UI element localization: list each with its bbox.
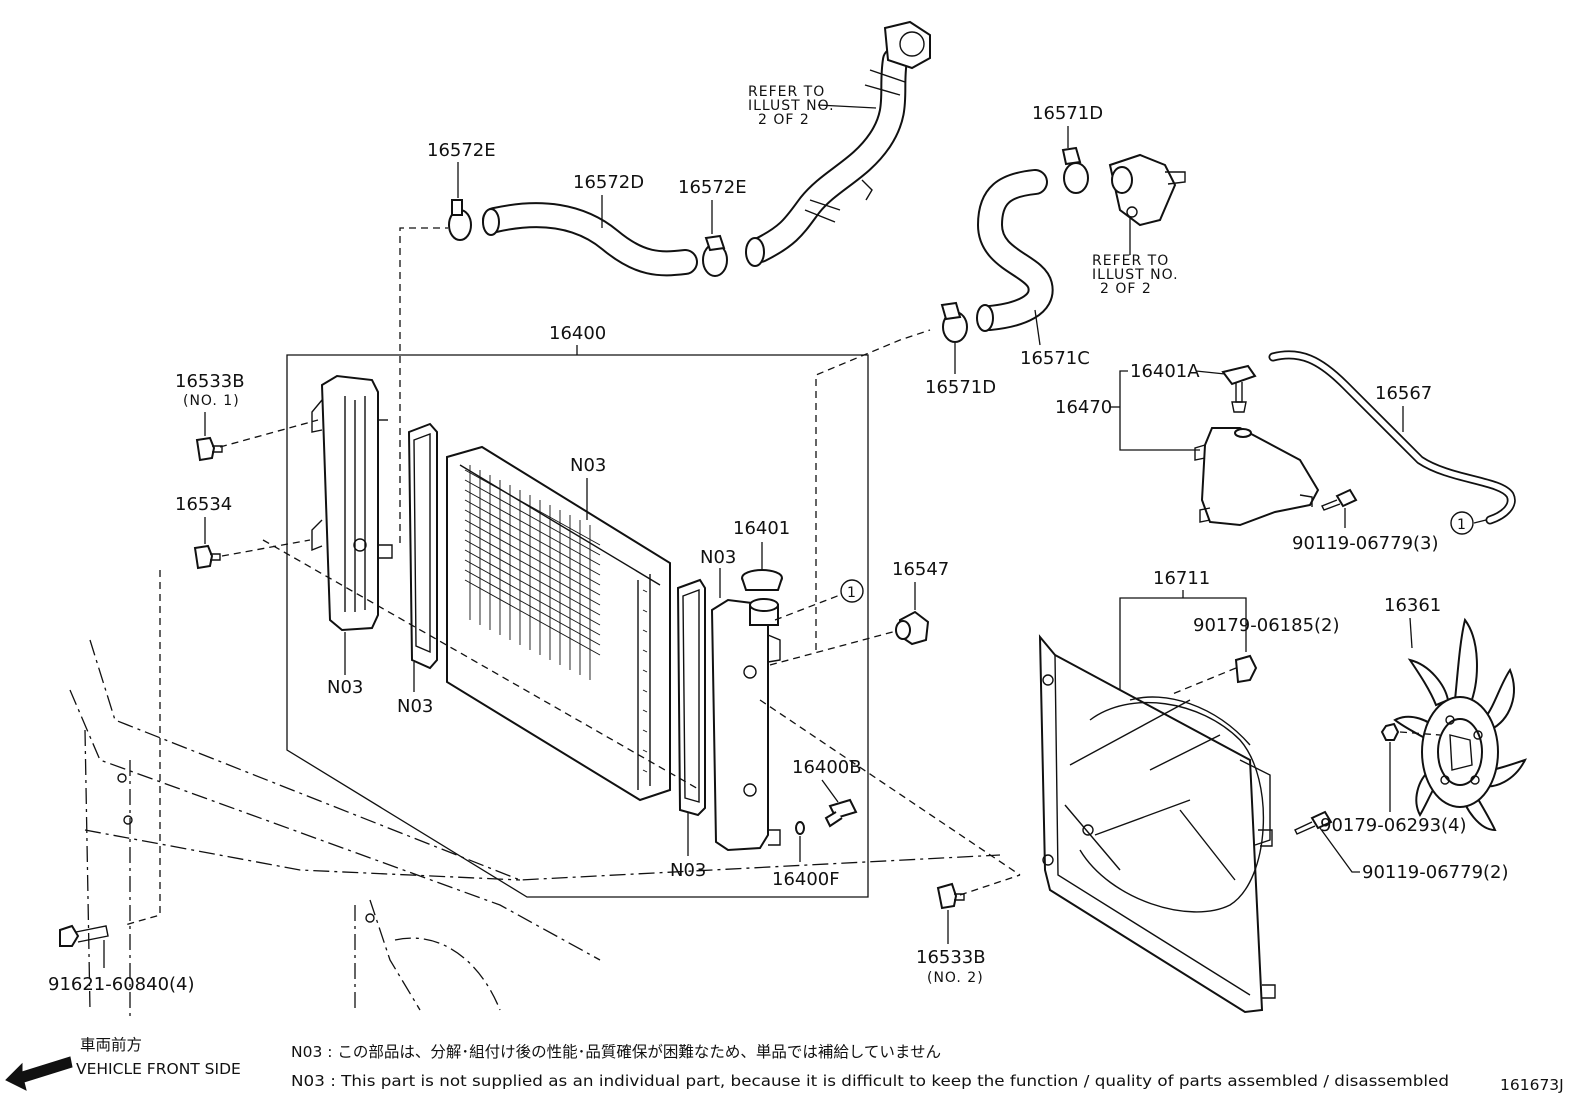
label-16400B: 16400B: [792, 757, 862, 778]
label-16400: 16400: [549, 323, 606, 344]
label-16547: 16547: [892, 559, 949, 580]
reservoir-overflow-tube: [1268, 350, 1516, 525]
coolant-reservoir-tank: [1194, 427, 1320, 527]
svg-text:REFER TO: REFER TO: [748, 84, 825, 100]
label-90179-06293: 90179-06293(4): [1320, 815, 1467, 836]
svg-text:2 OF 2: 2 OF 2: [1100, 281, 1152, 297]
label-16470: 16470: [1055, 397, 1112, 418]
bushing-16547: [895, 610, 930, 646]
label-n03-bottom: N03: [670, 860, 706, 881]
label-16533B-a: 16533B: [175, 371, 245, 392]
reference-marker-1b-text: 1: [1457, 517, 1467, 533]
front-arrow-icon: [5, 1056, 73, 1091]
radiator-right-tank: [710, 598, 781, 852]
label-16534: 16534: [175, 494, 232, 515]
label-90179-06185: 90179-06185(2): [1193, 615, 1340, 636]
nut-90179-06185: [1234, 654, 1258, 684]
vehicle-front-en: VEHICLE FRONT SIDE: [76, 1060, 241, 1078]
label-n03-left-tank: N03: [327, 677, 363, 698]
mount-cushion-16534: [193, 544, 221, 570]
label-16572E-a: 16572E: [427, 140, 496, 161]
label-90119-06779-3: 90119-06779(3): [1292, 533, 1439, 554]
vehicle-front-jp: 車両前方: [80, 1036, 142, 1054]
label-16533B-b: 16533B: [916, 947, 986, 968]
radiator-cap: [741, 569, 783, 591]
svg-text:ILLUST NO.: ILLUST NO.: [748, 98, 835, 114]
label-16571D-b: 16571D: [925, 377, 996, 398]
mount-cushion-16533B-no2: [936, 882, 965, 910]
label-16711: 16711: [1153, 568, 1210, 589]
label-16361: 16361: [1384, 595, 1441, 616]
hose-clamp-16572E-a: [448, 199, 472, 241]
label-16401A: 16401A: [1130, 361, 1200, 382]
reference-marker-1b: [1450, 511, 1474, 535]
bolt-90119-2: [1294, 810, 1333, 835]
engine-upper-hose: [745, 20, 931, 267]
radiator-outlet-hose: [976, 169, 1054, 332]
cooling-fan: [1393, 617, 1527, 832]
label-16400F: 16400F: [772, 869, 840, 890]
svg-text:REFER TO: REFER TO: [1092, 253, 1169, 269]
label-16572E-b: 16572E: [678, 177, 747, 198]
label-n03-core: N03: [570, 455, 606, 476]
reference-marker-1-text: 1: [847, 585, 857, 601]
hose-clamp-16572E-b: [702, 234, 728, 277]
radiator-core: [446, 445, 671, 802]
label-16571C: 16571C: [1020, 348, 1090, 369]
refer-note-1: REFER TO ILLUST NO. 2 OF 2: [748, 84, 877, 128]
label-91621-60840: 91621-60840(4): [48, 974, 195, 995]
illustration-code: 161673J: [1500, 1076, 1564, 1094]
note-jp: N03 : この部品は、分解･組付け後の性能･品質確保が困難なため、単品では補給…: [291, 1043, 941, 1061]
bolt-91621-60840: [59, 924, 109, 947]
label-16567: 16567: [1375, 383, 1432, 404]
radiator-inlet-hose: [482, 202, 698, 277]
svg-text:ILLUST NO.: ILLUST NO.: [1092, 267, 1179, 283]
radiator-left-tank: [311, 374, 393, 632]
svg-text:2 OF 2: 2 OF 2: [758, 112, 810, 128]
reservoir-cap: [1221, 364, 1257, 413]
reference-marker-1: [840, 579, 864, 603]
drain-cock: [824, 798, 858, 828]
nut-90179-06293: [1380, 722, 1400, 741]
vehicle-body-outline: [69, 639, 1001, 1020]
label-n03-left-gasket: N03: [397, 696, 433, 717]
label-16572D: 16572D: [573, 172, 644, 193]
mount-cushion-16533B-no1: [195, 436, 223, 462]
radiator-assembly-box: [286, 354, 869, 898]
hose-clamp-16571D-b: [940, 301, 968, 343]
fan-shroud: [1038, 634, 1276, 1014]
water-inlet-housing: [1108, 153, 1186, 227]
drain-oring: [795, 821, 805, 835]
bolt-90119-3: [1321, 488, 1358, 511]
label-no1: (NO. 1): [183, 393, 240, 409]
label-n03-right-tank: N03: [700, 547, 736, 568]
label-16401: 16401: [733, 518, 790, 539]
refer-note-2: REFER TO ILLUST NO. 2 OF 2: [1092, 218, 1179, 297]
label-no2: (NO. 2): [927, 970, 984, 986]
hose-clamp-16571D-a: [1061, 146, 1089, 194]
note-en: N03 : This part is not supplied as an in…: [291, 1072, 1449, 1090]
label-90119-06779-2: 90119-06779(2): [1362, 862, 1509, 883]
label-16571D-a: 16571D: [1032, 103, 1103, 124]
